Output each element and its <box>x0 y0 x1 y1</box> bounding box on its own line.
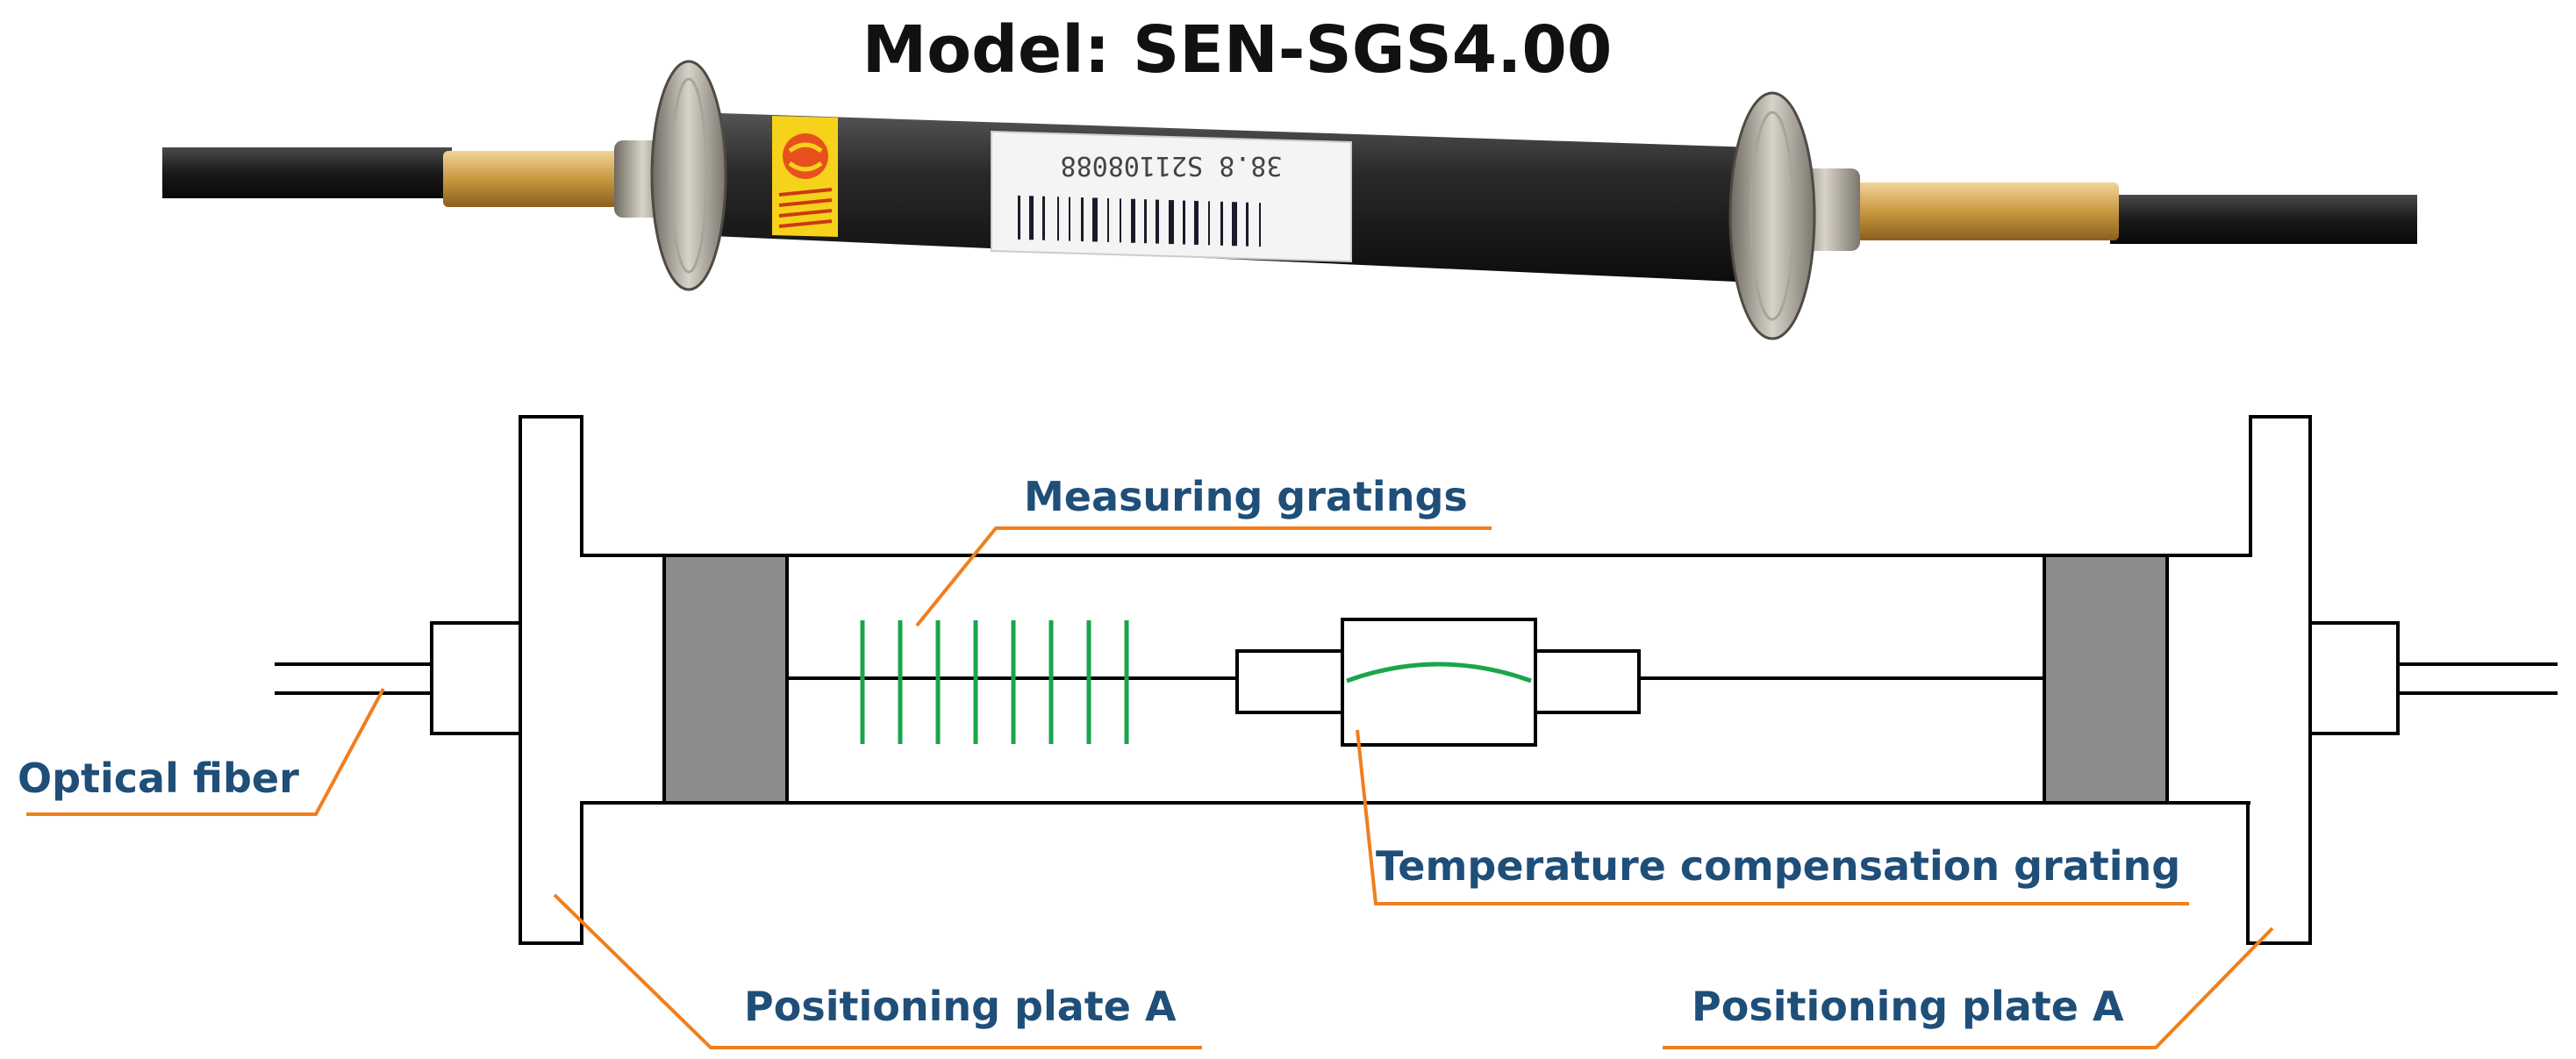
left-flange <box>650 60 727 291</box>
barcode-bar <box>1057 197 1059 241</box>
warning-logo <box>783 133 828 179</box>
leader-optical-fiber <box>26 688 385 816</box>
barcode-bar <box>1069 197 1070 241</box>
right-brass-sleeve <box>1856 182 2119 240</box>
left-brass-sleeve <box>443 151 619 207</box>
barcode-bar <box>1029 196 1034 240</box>
leader-positioning-plate-right <box>1663 927 2274 1049</box>
barcode-bar <box>1107 197 1109 242</box>
barcode-bar <box>1246 202 1249 247</box>
right-flange <box>1728 91 1816 340</box>
temperature-compensation-grating-arc <box>1346 662 1532 683</box>
right-connector <box>2308 621 2400 735</box>
serial-number: 38.8 S21108088 <box>1061 150 1283 181</box>
schematic-diagram <box>275 415 2558 945</box>
label-positioning-plate-right: Positioning plate A <box>1692 983 2124 1030</box>
barcode-bar <box>1120 198 1121 243</box>
barcode-bar <box>1018 195 1020 240</box>
left-holder-block <box>662 554 789 805</box>
compensation-housing <box>1341 618 1537 747</box>
barcode <box>1018 195 1261 247</box>
right-cable <box>2110 195 2417 244</box>
barcode-bar <box>1144 199 1147 244</box>
barcode-bar <box>1194 200 1199 245</box>
barcode-bar <box>1232 202 1237 247</box>
leader-lines <box>26 526 2274 1049</box>
barcode-bar <box>1169 200 1174 245</box>
barcode-bar <box>1156 199 1159 244</box>
label-optical-fiber: Optical fiber <box>18 755 299 802</box>
barcode-bar <box>1259 203 1261 247</box>
compensation-end-left <box>1235 649 1344 714</box>
left-connector <box>430 621 522 735</box>
label-measuring-gratings: Measuring gratings <box>1024 473 1468 520</box>
barcode-bar <box>1183 200 1185 245</box>
leader-temperature-compensation <box>1356 729 2189 905</box>
compensation-end-right <box>1534 649 1641 714</box>
barcode-bar <box>1131 198 1135 243</box>
left-cable <box>162 147 452 198</box>
page-title: Model: SEN-SGS4.00 <box>862 12 1613 88</box>
warning-stripes <box>778 188 833 228</box>
label-positioning-plate-left: Positioning plate A <box>744 983 1177 1030</box>
leader-measuring-gratings <box>915 526 1492 627</box>
measuring-gratings <box>860 620 1129 744</box>
barcode-bar <box>1208 201 1210 246</box>
barcode-bar <box>1092 197 1098 242</box>
label-temperature-compensation-grating: Temperature compensation grating <box>1376 842 2180 890</box>
barcode-bar <box>1081 197 1084 242</box>
leader-positioning-plate-left <box>553 893 1202 1049</box>
barcode-bar <box>1042 196 1045 240</box>
right-holder-block <box>2043 554 2169 805</box>
sensor-photo: 38.8 S21108088 <box>162 60 2417 340</box>
barcode-bar <box>1220 201 1223 246</box>
